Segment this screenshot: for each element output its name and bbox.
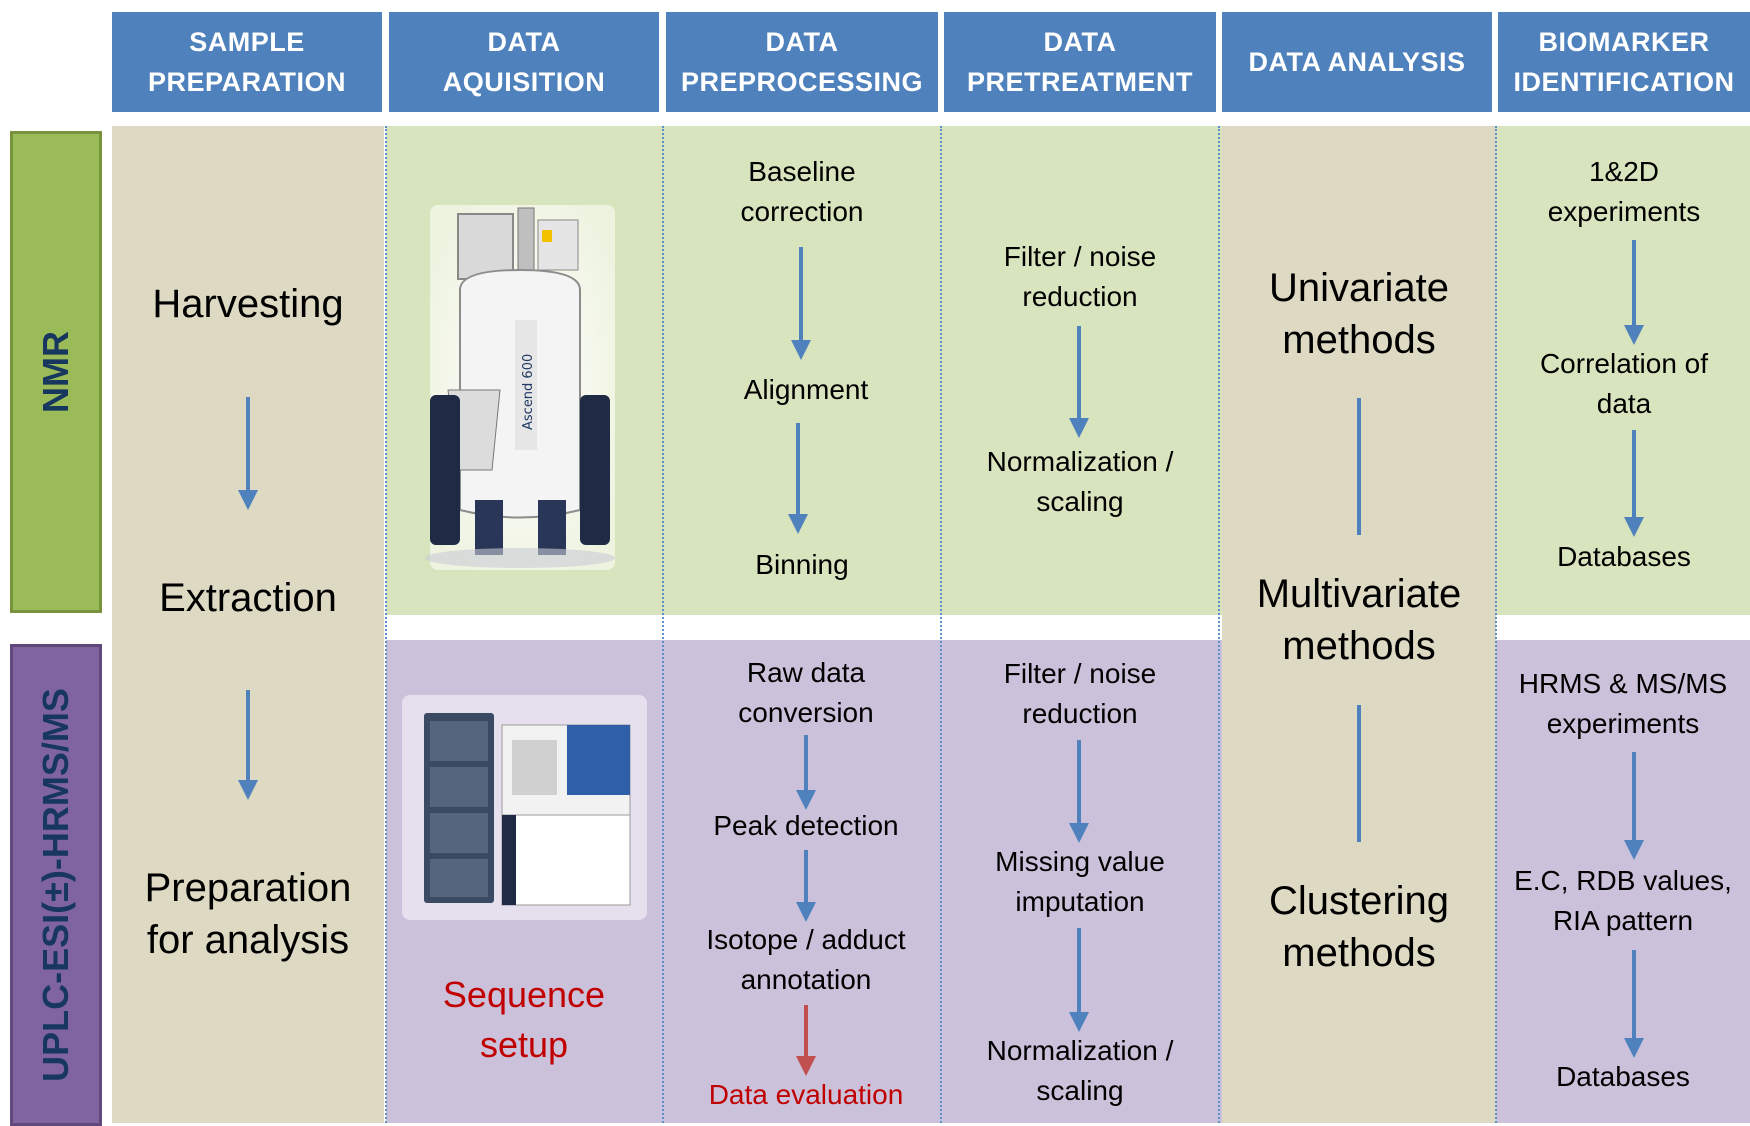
hrms-msms-experiments-label: HRMS & MS/MS experiments (1518, 668, 1728, 739)
ms-databases-label: Databases (1556, 1061, 1690, 1092)
column-divider (940, 126, 942, 1123)
nmr-experiments-label: 1&2D experiments (1547, 156, 1701, 227)
correlation-of-data-label: Correlation of data (1539, 348, 1709, 419)
nmr-normalization-label: Normalization / scaling (986, 446, 1174, 517)
header-data-preprocessing: DATA PREPROCESSING (666, 12, 938, 112)
header-data-pretreatment: DATA PRETREATMENT (944, 12, 1216, 112)
header-data-analysis: DATA ANALYSIS (1222, 12, 1492, 112)
ms-filter-noise-label: Filter / noise reduction (1003, 658, 1157, 729)
raw-data-conversion-label: Raw data conversion (738, 657, 874, 728)
header-biomarker-identification: BIOMARKER IDENTIFICATION (1498, 12, 1750, 112)
baseline-correction-label: Baseline correction (740, 156, 864, 227)
header-sample-preparation: SAMPLE PREPARATION (112, 12, 382, 112)
missing-value-imputation-label: Missing value imputation (995, 846, 1165, 917)
preparation-for-analysis-label: Preparation for analysis (144, 866, 352, 962)
nmr-filter-noise-label: Filter / noise reduction (1003, 241, 1157, 312)
column-divider (385, 126, 387, 1123)
ec-rdb-ria-label: E.C, RDB values, RIA pattern (1514, 865, 1732, 936)
sample-preparation-column (112, 126, 384, 1123)
peak-detection-label: Peak detection (713, 810, 899, 841)
clustering-methods-label: Clustering methods (1268, 879, 1450, 975)
header-data-aquisition: DATA AQUISITION (389, 12, 659, 112)
nmr-spectrometer-icon: Ascend 600 (425, 205, 615, 570)
data-analysis-column (1222, 126, 1496, 1123)
uplc-hrms-system-icon (402, 695, 647, 920)
harvesting-label: Harvesting (152, 282, 344, 326)
column-divider (1218, 126, 1220, 1123)
nmr-identification-background (1496, 126, 1750, 615)
univariate-methods-label: Univariate methods (1268, 266, 1450, 362)
nmr-databases-label: Databases (1557, 541, 1691, 572)
data-evaluation-label: Data evaluation (708, 1079, 904, 1110)
row-label-nmr: NMR (10, 131, 102, 613)
sequence-setup-label: Sequence setup (442, 974, 606, 1065)
ms-identification-background (1496, 640, 1750, 1123)
column-divider (662, 126, 664, 1123)
alignment-label: Alignment (743, 374, 869, 405)
row-label-uplc-ms: UPLC-ESI(±)-HRMS/MS (10, 644, 102, 1126)
isotope-adduct-annotation-label: Isotope / adduct annotation (706, 924, 906, 995)
column-divider (1495, 126, 1497, 1123)
binning-label: Binning (755, 549, 849, 580)
multivariate-methods-label: Multivariate methods (1256, 572, 1462, 668)
extraction-label: Extraction (159, 576, 337, 620)
svg-text:Ascend 600: Ascend 600 (521, 354, 536, 430)
ms-normalization-label: Normalization / scaling (986, 1035, 1174, 1106)
